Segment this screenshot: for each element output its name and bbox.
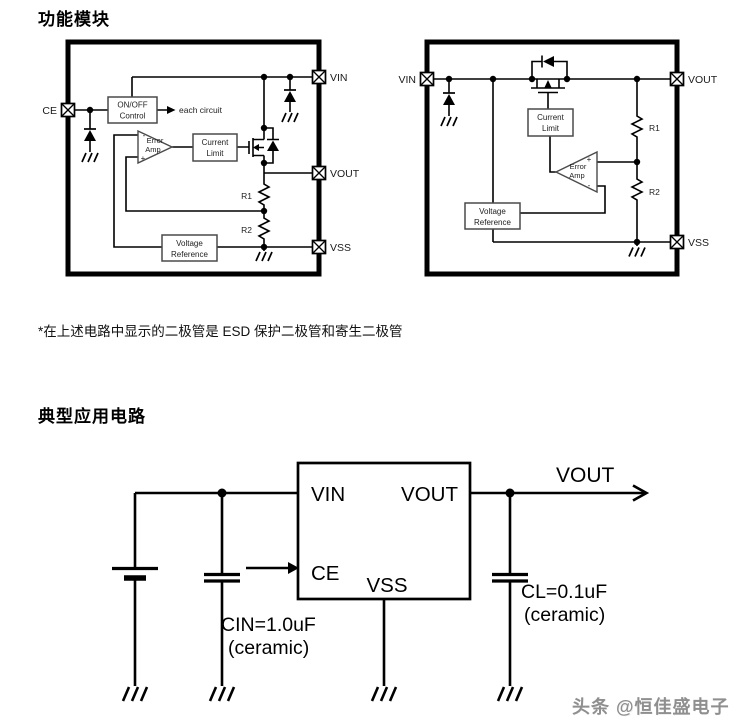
each-circuit-label: each circuit <box>179 105 223 115</box>
right-block-diagram: VIN VOUT VSS Current Limit Error Amp + -… <box>398 39 718 277</box>
mosfet-body-diode-icon <box>267 140 279 151</box>
ce-esd-diode-icon <box>83 128 97 142</box>
cl-capacitor-icon <box>492 572 528 583</box>
each-circuit-arrow-icon <box>167 106 176 114</box>
cin-capacitor-icon <box>204 572 240 583</box>
vin-esd-diode-icon <box>283 89 297 103</box>
onoff-control-block <box>107 96 158 124</box>
onoff-label-1: ON/OFF <box>117 101 147 110</box>
resistor-r1-icon <box>258 181 270 209</box>
r1-label: R1 <box>649 123 660 133</box>
watermark: 头条 @恒佳盛电子 <box>572 697 730 717</box>
r2-label: R2 <box>649 187 660 197</box>
vout-pin-label: VOUT <box>330 168 360 180</box>
r1-label: R1 <box>241 191 252 201</box>
resistor-r2-icon <box>258 215 270 243</box>
current-limit-label-2: Limit <box>207 149 225 158</box>
ground-icon <box>255 251 273 262</box>
ground-icon <box>496 685 524 703</box>
ic-vin-label: VIN <box>311 483 345 506</box>
vin-pin-icon <box>419 71 435 87</box>
ce-pin-icon <box>60 102 76 118</box>
resistor-r1-icon <box>631 113 643 141</box>
voltage-ref-label-2: Reference <box>171 250 208 259</box>
error-amp-plus: + <box>587 155 592 164</box>
voltage-ref-label-1: Voltage <box>479 207 506 216</box>
error-amp-label-2: Amp <box>145 145 160 154</box>
voltage-ref-label-1: Voltage <box>176 239 203 248</box>
ground-icon <box>440 116 458 127</box>
current-limit-block <box>527 108 574 137</box>
error-amp-plus: + <box>141 154 146 163</box>
vin-pin-label: VIN <box>398 74 416 86</box>
error-amp-label-1: Error <box>147 136 164 145</box>
ic-ce-label: CE <box>311 562 339 585</box>
regulator-ic-box <box>296 461 472 601</box>
current-limit-label-2: Limit <box>542 124 560 133</box>
vss-pin-label: VSS <box>330 242 351 254</box>
ce-arrow-icon <box>288 562 299 574</box>
ic-vout-label: VOUT <box>401 483 458 506</box>
voltage-ref-label-2: Reference <box>474 218 511 227</box>
left-diagram-frame <box>65 39 322 277</box>
resistor-r2-icon <box>631 176 643 204</box>
vout-pin-icon <box>669 71 685 87</box>
ic-vss-label: VSS <box>366 574 407 597</box>
app-circuit-wires <box>133 491 645 686</box>
section-title-functional-block: 功能模块 <box>38 10 110 29</box>
r2-label: R2 <box>241 225 252 235</box>
body-diode-icon <box>543 56 554 67</box>
cin-value-label: CIN=1.0uF <box>221 614 316 636</box>
voltage-reference-block <box>161 234 218 262</box>
current-limit-label-1: Current <box>537 113 564 122</box>
mosfet-arrow-icon <box>253 144 259 151</box>
vout-pin-icon <box>311 165 327 181</box>
vin-pin-icon <box>311 69 327 85</box>
vin-esd-diode-icon <box>442 92 456 106</box>
onoff-label-2: Control <box>120 112 146 121</box>
error-amp-label-1: Error <box>570 162 587 171</box>
voltage-reference-block <box>464 202 521 230</box>
error-amp-triangle <box>137 129 174 165</box>
ground-icon <box>628 246 646 258</box>
right-diagram-frame <box>424 39 680 277</box>
cl-type-label: (ceramic) <box>524 604 605 626</box>
error-amp-minus: - <box>143 131 146 140</box>
vss-pin-label: VSS <box>688 237 709 249</box>
mosfet-arrow-icon <box>544 80 552 88</box>
output-vout-label: VOUT <box>556 464 615 487</box>
ce-pin-label: CE <box>42 105 57 117</box>
ground-icon <box>208 685 236 703</box>
ground-icon <box>281 112 299 123</box>
error-amp-minus: - <box>588 181 591 190</box>
vout-pin-label: VOUT <box>688 74 718 86</box>
esd-note: *在上述电路中显示的二极管是 ESD 保护二极管和寄生二极管 <box>38 324 403 339</box>
current-limit-label-1: Current <box>202 138 229 147</box>
vss-pin-icon <box>311 239 327 255</box>
ground-icon <box>81 152 99 163</box>
application-circuit: VIN VOUT CE VSS VOUT CIN=1.0uF (ceramic)… <box>112 461 650 703</box>
cl-value-label: CL=0.1uF <box>521 581 607 603</box>
current-limit-block <box>192 133 238 162</box>
vout-arrow-icon <box>632 484 650 502</box>
cin-type-label: (ceramic) <box>228 637 309 659</box>
left-block-diagram: CE VIN VOUT VSS ON/OFF Control each circ… <box>42 39 360 277</box>
ground-icon <box>121 685 149 703</box>
error-amp-label-2: Amp <box>569 171 584 180</box>
error-amp-triangle <box>554 150 598 194</box>
vin-pin-label: VIN <box>330 72 348 84</box>
section-title-application: 典型应用电路 <box>38 407 146 426</box>
ground-icon <box>370 685 398 703</box>
vss-pin-icon <box>669 234 685 250</box>
